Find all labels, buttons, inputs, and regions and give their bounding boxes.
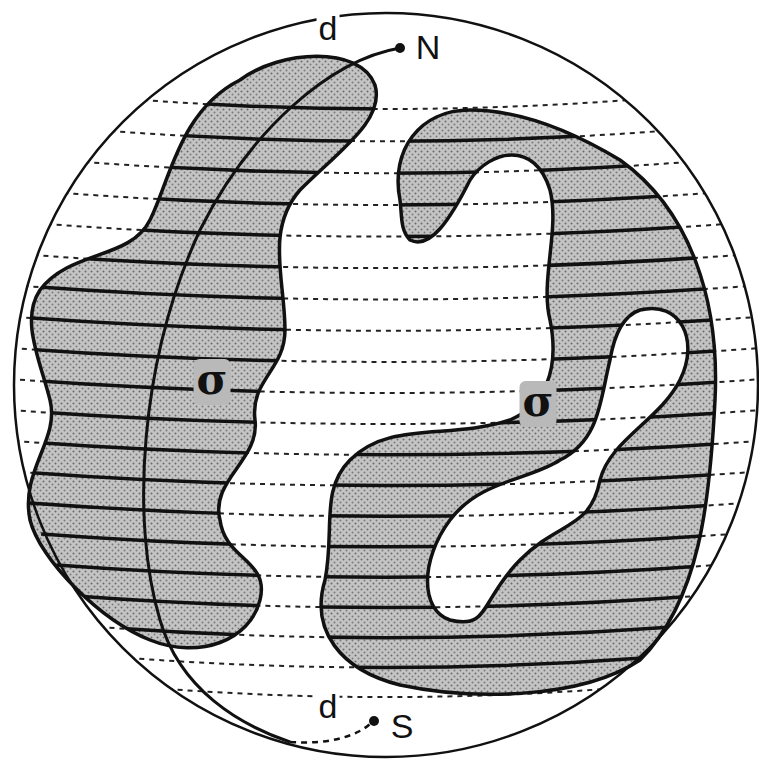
latitude-solid [143,100,629,109]
meridian-label: d [317,689,340,723]
meridian-label: d [317,11,340,45]
pole-label: N [414,30,443,64]
latitude-solid [16,317,755,331]
south-pole-dot [369,716,379,726]
latitude-solid [23,286,748,299]
latitude-solid [33,255,738,268]
pole-label: S [389,709,416,743]
latitude-solid [84,162,687,173]
region-symbol: σ [194,359,231,405]
latitude-solid [99,627,672,638]
continent-outlines [28,56,715,694]
latitude-solid [10,379,759,393]
latitude-solid [76,596,697,608]
continents [28,56,715,694]
north-pole-dot [395,43,405,53]
latitude-solid [29,503,743,516]
latitude-solid [12,348,759,362]
meridian-line-hidden [290,722,372,743]
latitude-solid [56,565,715,577]
meridian-line [144,48,400,742]
latitude-solid [20,472,751,486]
region-symbol: σ [520,381,557,427]
globe-outline [14,13,758,757]
latitude-lines-solid [10,100,759,697]
latitude-solid [14,441,758,455]
latitude-solid [129,658,642,668]
